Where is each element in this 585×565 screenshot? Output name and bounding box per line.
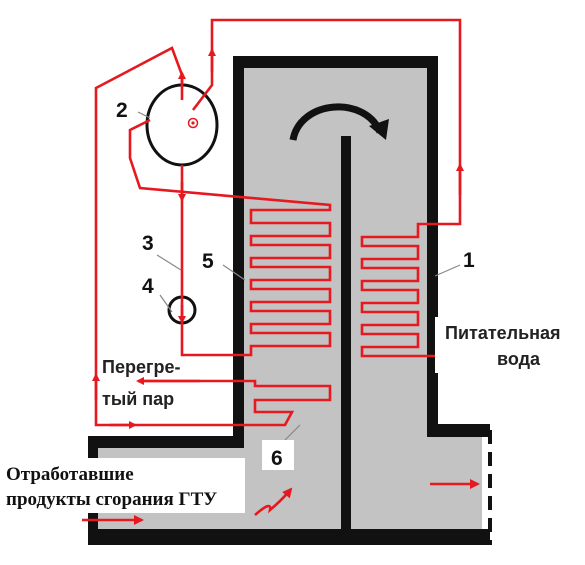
exhaust-gas-label-line1: Отработавшие [6,464,134,485]
superheated-steam-label-line1: Перегре- [102,357,180,377]
label-6: 6 [271,447,283,470]
label-5: 5 [202,250,214,273]
exhaust-gas-label-line2: продукты сгорания ГТУ [6,489,217,510]
evaporator-circuit [128,118,332,357]
central-partition [341,136,351,545]
superheater-circuit [94,46,332,427]
gas-flow-turn-arrow [289,103,384,141]
label-3: 3 [142,232,154,255]
superheated-steam-label-line2: тый пар [102,389,174,409]
label-2: 2 [116,99,128,122]
feedwater-label-line2: вода [497,349,541,369]
flow-arrows [82,48,480,525]
leader-lines [137,111,461,441]
economizer-coil [191,18,470,358]
feedwater-label-line1: Питательная [445,323,561,343]
gas-passage [98,68,490,529]
label-4: 4 [142,275,154,298]
label-1: 1 [463,249,475,272]
